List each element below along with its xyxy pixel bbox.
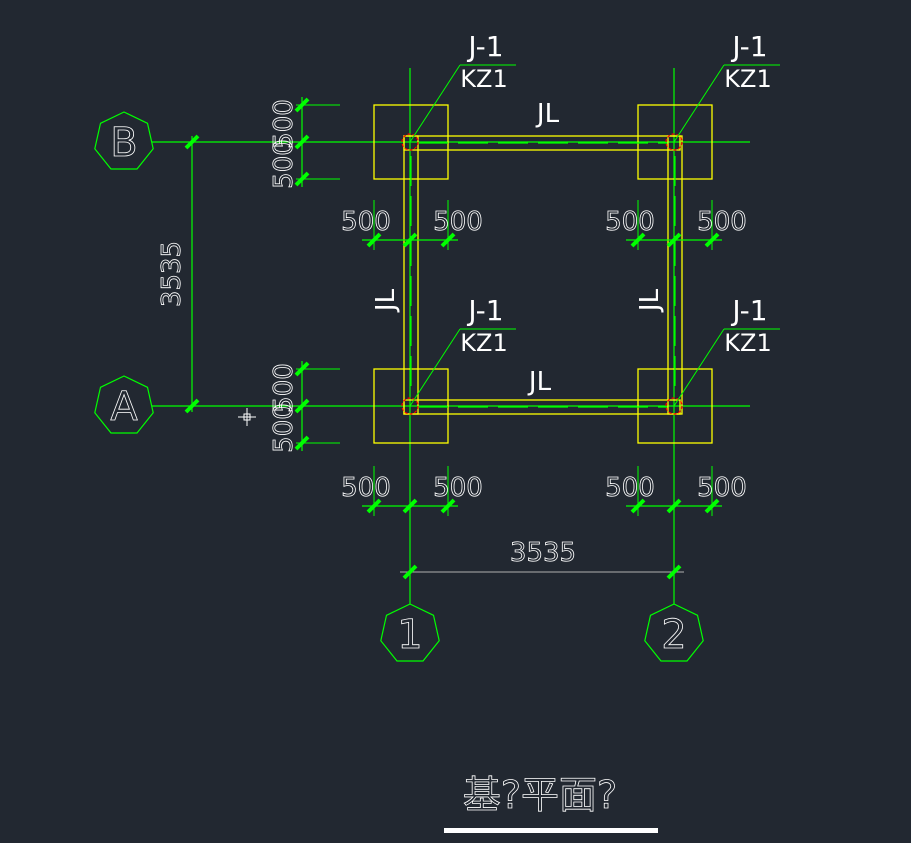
dimension-tick <box>666 498 682 514</box>
beam-label-JL: JL <box>527 367 552 397</box>
dimension-text-500: 500 <box>269 99 299 149</box>
dimension-text-3535: 3535 <box>510 538 576 568</box>
beam-label-JL: JL <box>535 99 560 129</box>
grid-2-bubble <box>644 603 704 662</box>
dimension-text-500: 500 <box>433 473 483 503</box>
grid-A-label: A <box>110 384 138 430</box>
grid-B-bubble <box>94 111 154 170</box>
dimension-text-500: 500 <box>341 473 391 503</box>
dimension-text-500: 500 <box>697 207 747 237</box>
dimension-text-500: 500 <box>433 207 483 237</box>
dimension-text-500: 500 <box>269 139 299 189</box>
column-label-KZ1: KZ1 <box>724 329 771 357</box>
footing-label-J-1: J-1 <box>730 294 767 327</box>
leader-line <box>673 64 725 143</box>
grid-B-label: B <box>110 120 137 166</box>
title-underline <box>444 828 658 833</box>
dimension-tick <box>402 232 418 248</box>
leader-line <box>409 328 461 407</box>
dimension-tick <box>402 498 418 514</box>
column-KZ1 <box>665 133 683 151</box>
beam-label-JL: JL <box>371 288 401 313</box>
dimension-tick <box>184 134 200 150</box>
grid-1-bubble <box>380 603 440 662</box>
grid-A-bubble <box>94 375 154 434</box>
dimension-text-500: 500 <box>697 473 747 503</box>
cursor-pickbox <box>243 413 251 421</box>
dimension-tick <box>184 398 200 414</box>
column-label-KZ1: KZ1 <box>724 65 771 93</box>
dimension-text-500: 500 <box>269 363 299 413</box>
column-KZ1 <box>401 397 419 415</box>
dimension-text-500: 500 <box>605 207 655 237</box>
dimension-tick <box>402 564 418 580</box>
grid-2-label: 2 <box>661 612 686 658</box>
column-KZ1 <box>401 133 419 151</box>
leader-line <box>673 328 725 407</box>
grid-1-label: 1 <box>397 612 422 658</box>
footing-label-J-1: J-1 <box>730 30 767 63</box>
dimension-text-500: 500 <box>269 403 299 453</box>
dimension-text-3535: 3535 <box>157 241 187 307</box>
dimension-text-500: 500 <box>605 473 655 503</box>
dimension-tick <box>666 564 682 580</box>
column-label-KZ1: KZ1 <box>460 329 507 357</box>
footing-label-J-1: J-1 <box>466 30 503 63</box>
dimension-text-500: 500 <box>341 207 391 237</box>
column-label-KZ1: KZ1 <box>460 65 507 93</box>
dimension-tick <box>666 232 682 248</box>
footing-label-J-1: J-1 <box>466 294 503 327</box>
leader-line <box>409 64 461 143</box>
drawing-title: 基?平面? <box>463 773 617 817</box>
column-KZ1 <box>665 397 683 415</box>
beam-label-JL: JL <box>635 288 665 313</box>
